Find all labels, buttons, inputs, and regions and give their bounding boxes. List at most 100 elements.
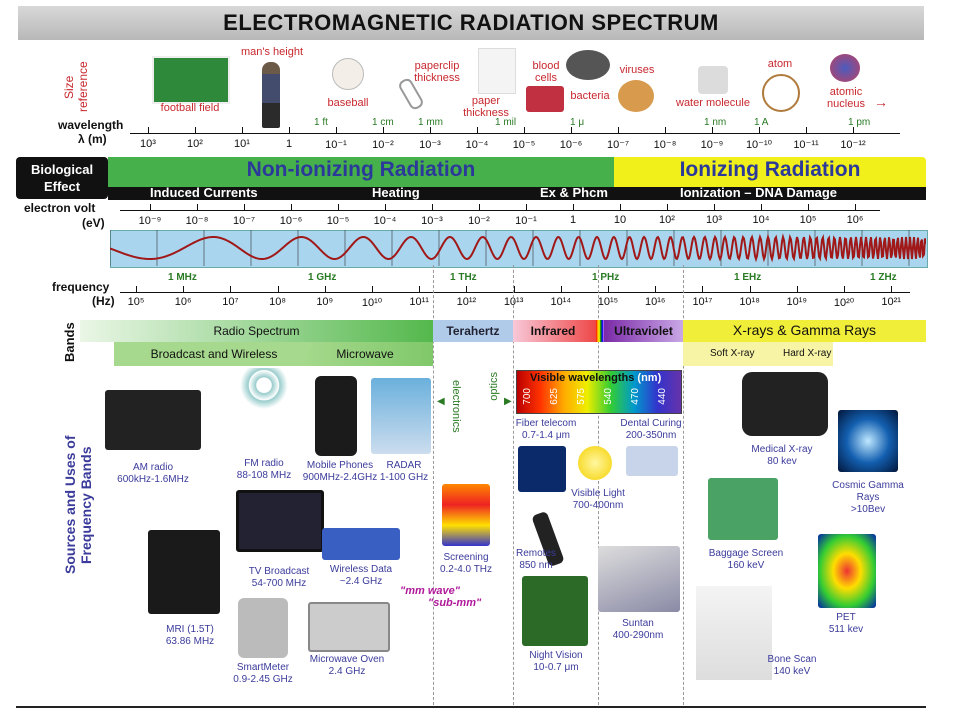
ev-tick-label: 1 [569,214,577,226]
effect-induced-label: Induced Currents [150,185,258,200]
separator-line [598,265,599,705]
separator-line [513,265,514,705]
ev-tick-mark [855,204,856,210]
ev-tick-label: 10⁻³ [421,215,443,227]
freq-tick-label: 10¹⁰ [361,297,383,309]
source-value: 511 kev [828,624,864,635]
ev-tick-label: 10⁻⁵ [326,215,350,227]
band-soft-label: Soft X-ray [710,348,755,359]
freq-tick-mark [372,286,373,292]
freq-tick-mark [183,286,185,292]
bone-scan-image [696,586,772,680]
wavelength-tick-mark [383,127,384,133]
effect-heating-label: Heating [372,185,420,200]
freq-tick-label: 10¹⁸ [739,296,760,308]
wave-svg [110,230,926,266]
fm-tower-image [236,368,292,454]
wireless-data-label: Wireless Data~2.4 GHz [318,564,404,588]
football-field-image [152,56,230,104]
ev-axis [120,210,880,211]
source-value: 400-290nm [612,630,664,641]
mri-label: MRI (1.5T)63.86 MHz [150,624,230,648]
source-name: FM radio [244,458,284,469]
wavelength-tick-label: 1 [285,138,293,150]
ev-tick-mark [197,204,198,210]
bottom-rule [16,706,926,708]
freq-tick-label: 10⁷ [222,296,239,308]
wavelength-tick-label: 10⁻⁶ [559,139,583,151]
freq-named-label: 1 EHz [734,272,762,283]
freq-tick-label: 10²⁰ [833,297,855,309]
band-radio [80,320,433,342]
wavelength-tick-label: 10⁻¹² [840,139,866,151]
source-value: ~2.4 GHz [339,576,383,587]
wavelength-tick-mark [336,127,337,133]
pet-scan-image [818,534,876,608]
ev-tick-mark [808,204,809,210]
viruses-label: viruses [619,64,655,76]
ev-tick-label: 10⁻⁷ [232,215,256,227]
source-value: 10-0.7 μm [533,662,579,673]
band-microwave-label: Microwave [336,347,394,361]
band-visible-strip [596,320,604,342]
wavelength-named-label: 1 A [754,117,769,128]
ev-unit: (eV) [82,216,105,230]
ev-tick-mark [667,204,668,210]
atom-image [762,74,800,112]
ev-tick-mark [573,204,574,210]
blood-cells-image [526,86,564,112]
freq-tick-label: 10⁸ [269,296,287,308]
wavelength-tick-mark [430,127,431,133]
effects-strip [108,187,926,200]
visible-tick-label: 625 [549,388,560,405]
ev-tick-label: 10⁻⁶ [279,215,303,227]
source-name: Baggage Screen [708,548,784,559]
band-microwave [300,342,433,366]
source-value: 0.7-1.4 μm [521,430,570,441]
ev-tick-label: 10⁵ [799,214,817,226]
cosmic-gamma-image [838,410,898,472]
viruses-image [618,80,654,112]
night-vision-image [522,576,588,646]
source-value: 80 kev [767,456,797,467]
freq-tick-mark [844,286,845,292]
wavelength-unit: λ (m) [78,132,107,146]
wavelength-tick-label: 10² [187,138,203,150]
freq-tick-label: 10¹⁶ [644,296,666,308]
source-name: AM radio [132,462,173,473]
mri-image [148,530,220,614]
freq-tick-mark [466,286,468,292]
baseball-image [332,58,364,90]
wavelength-named-label: 1 pm [848,117,871,128]
effect-ionization-label: Ionization – DNA Damage [680,185,837,200]
wavelength-tick-mark [759,127,760,133]
freq-tick-mark [749,286,751,292]
wavelength-tick-mark [712,127,713,133]
source-name: Suntan [622,618,654,629]
dental-tool-image [626,446,678,476]
freq-tick-label: 10⁹ [316,296,334,308]
source-value: 1-100 GHz [379,472,429,483]
band-infrared-label: Infrared [530,324,576,338]
source-name: Medical X-ray [751,444,813,455]
page-title: ELECTROMAGNETIC RADIATION SPECTRUM [18,6,924,40]
band-softhard [683,342,833,366]
ev-tick-mark [620,204,621,210]
source-name: Cosmic Gamma Rays [832,480,904,503]
visible-tick-label: 470 [630,388,641,405]
freq-named-label: 1 MHz [168,272,197,283]
wavelength-tick-mark [242,127,243,133]
ev-tick-mark [714,204,715,210]
freq-tick-mark [891,286,893,292]
ev-tick-label: 10⁻⁴ [373,215,397,227]
baggage-screen-image [708,478,778,540]
paperclip-label: paperclip thickness [414,60,460,84]
source-name: MRI (1.5T) [166,624,214,635]
